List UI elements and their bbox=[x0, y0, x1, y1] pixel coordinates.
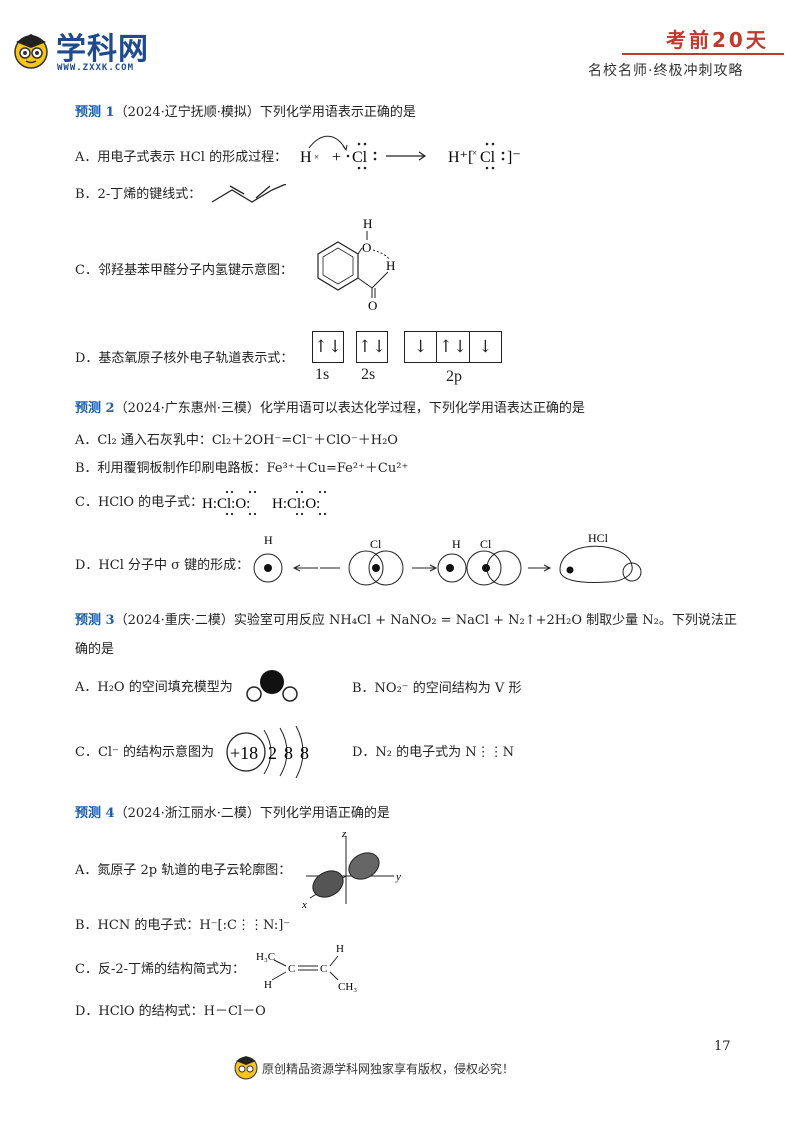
question-4-stem: 预测 4（2024·浙江丽水·二模）下列化学用语正确的是 bbox=[75, 805, 390, 823]
q1-label-1s: 1s bbox=[315, 366, 330, 383]
q3c-shell: 2 bbox=[268, 743, 277, 763]
q1-label-2s: 2s bbox=[361, 366, 376, 383]
q4-orbital-diagram: z y x bbox=[298, 828, 408, 911]
logo-text: 学科网 bbox=[56, 32, 149, 67]
q4-option-d: D．HClO 的结构式：H－Cl－O bbox=[75, 1004, 266, 1019]
q4c-h1: H bbox=[264, 979, 272, 991]
q2c-formula-2: H:Cl:O: bbox=[272, 496, 320, 512]
question-3-stem: 预测 3（2024·重庆·二模）实验室可用反应 NH₄Cl + NaNO₂ = … bbox=[75, 612, 737, 630]
stem-text: （2024·辽宁抚顺·模拟）下列化学用语表示正确的是 bbox=[114, 105, 416, 120]
page-number: 17 bbox=[714, 1039, 731, 1054]
q2-option-d-diagram: H Cl H Cl HCl bbox=[248, 530, 648, 590]
q4c-c2: C bbox=[320, 963, 327, 975]
q4-option-b: B．HCN 的电子式：H⁻[:C⋮⋮N:]⁻ bbox=[75, 918, 291, 933]
q1-option-a-formula: H × + Cl H⁺[ × Cl ]⁻ bbox=[296, 134, 556, 174]
q4-option-c-structure: H₃C H C C H CH₃ bbox=[252, 940, 372, 994]
q2-option-d-label: D．HCl 分子中 σ 键的形成： bbox=[75, 558, 250, 573]
prediction-label: 预测 3 bbox=[75, 613, 115, 628]
q1-orbital-2p-box: ↑↓ bbox=[437, 332, 470, 362]
prediction-label: 预测 4 bbox=[75, 806, 115, 821]
q1-orbital-2p-box: ↓ bbox=[478, 337, 493, 357]
q2c-formula-1: H:Cl:O: bbox=[202, 496, 250, 512]
prediction-label: 预测 2 bbox=[75, 401, 115, 416]
q4c-h3c: H₃C bbox=[256, 951, 275, 963]
q1-orbital-2p: ↓ ↑↓ ↓ bbox=[404, 331, 502, 363]
q1a-right-cl: Cl bbox=[480, 149, 496, 166]
q3-water-model-icon bbox=[242, 668, 302, 704]
q1a-right: H⁺[ bbox=[448, 149, 473, 166]
stem-text: （2024·浙江丽水·二模）下列化学用语正确的是 bbox=[114, 806, 390, 821]
q2d-hcl: HCl bbox=[588, 531, 609, 545]
q1-option-b-label: B．2-丁烯的键线式： bbox=[75, 187, 202, 202]
q1-option-c-label: C．邻羟基苯甲醛分子内氢键示意图： bbox=[75, 263, 293, 278]
q1-orbital-2p-box: ↓ bbox=[405, 332, 438, 362]
q1-option-d-label: D．基态氧原子核外电子轨道表示式： bbox=[75, 351, 294, 366]
footer-mascot-icon bbox=[232, 1052, 260, 1080]
question-3-stem-cont: 确的是 bbox=[75, 642, 115, 657]
prediction-label: 预测 1 bbox=[75, 105, 115, 120]
q2-option-c-formula: H:Cl:O: H:Cl:O: bbox=[200, 486, 350, 518]
header-divider bbox=[622, 53, 784, 55]
q1a-cl: Cl bbox=[352, 149, 368, 166]
footer-copyright: 原创精品资源学科网独家享有版权，侵权必究！ bbox=[262, 1062, 515, 1076]
q1c-o1: O bbox=[362, 240, 371, 255]
q3-option-d: D．N₂ 的电子式为 N⋮⋮N bbox=[352, 745, 515, 760]
logo-url: WWW.ZXXK.COM bbox=[57, 63, 135, 73]
q1a-h: H bbox=[300, 149, 312, 166]
q1a-x: × bbox=[314, 152, 319, 162]
q3-option-b: B．NO₂⁻ 的空间结构为 V 形 bbox=[352, 681, 522, 696]
q2-option-a: A．Cl₂ 通入石灰乳中：Cl₂＋2OH⁻=Cl⁻＋ClO⁻＋H₂O bbox=[75, 433, 398, 448]
q1-orbital-2s: ↑↓ bbox=[356, 331, 388, 363]
q4c-h2: H bbox=[336, 943, 344, 955]
q2-option-c-label: C．HClO 的电子式： bbox=[75, 495, 204, 510]
q2-option-b: B．利用覆铜板制作印刷电路板：Fe³⁺＋Cu=Fe²⁺＋Cu²⁺ bbox=[75, 461, 409, 476]
q2d-h2: H bbox=[452, 537, 461, 551]
q4a-z: z bbox=[341, 828, 347, 840]
stem-text: （2024·重庆·二模）实验室可用反应 NH₄Cl + NaNO₂ = NaCl… bbox=[114, 613, 737, 628]
q2d-h: H bbox=[264, 533, 273, 547]
q3c-shell: 8 bbox=[300, 743, 309, 763]
q4a-x: x bbox=[301, 899, 307, 910]
q3-option-c: C．Cl⁻ 的结构示意图为 bbox=[75, 745, 215, 760]
q1a-right-end: ]⁻ bbox=[507, 149, 521, 166]
q1c-h1: H bbox=[363, 216, 372, 231]
header-badge: 考前20天 bbox=[666, 28, 769, 52]
q1-option-b-skeletal bbox=[210, 183, 290, 208]
q3-chloride-structure: +18 2 8 8 bbox=[224, 724, 324, 780]
q1-option-a-label: A．用电子式表示 HCl 的形成过程： bbox=[75, 150, 288, 165]
logo-mascot-icon bbox=[10, 28, 52, 70]
q4c-ch3: CH₃ bbox=[338, 981, 357, 993]
q1-option-c-structure: H O O H bbox=[300, 208, 420, 316]
stem-text: （2024·广东惠州·三模）化学用语可以表达化学过程，下列化学用语表达正确的是 bbox=[114, 401, 585, 416]
q4-option-a: A．氮原子 2p 轨道的电子云轮廓图： bbox=[75, 863, 292, 878]
q3-option-a: A．H₂O 的空间填充模型为 bbox=[75, 680, 233, 695]
q1-label-2p: 2p bbox=[446, 368, 462, 385]
q3c-shell: 8 bbox=[284, 743, 293, 763]
q4a-y: y bbox=[395, 871, 401, 883]
q1-orbital-1s: ↑↓ bbox=[312, 331, 344, 363]
q4-option-c: C．反-2-丁烯的结构简式为： bbox=[75, 962, 246, 977]
question-2-stem: 预测 2（2024·广东惠州·三模）化学用语可以表达化学过程，下列化学用语表达正… bbox=[75, 400, 585, 418]
q1a-plus: + bbox=[332, 149, 341, 166]
q4c-c1: C bbox=[288, 963, 295, 975]
q3c-nucleus: +18 bbox=[230, 743, 258, 763]
q1a-right-x: × bbox=[472, 148, 477, 158]
question-1-stem: 预测 1（2024·辽宁抚顺·模拟）下列化学用语表示正确的是 bbox=[75, 104, 416, 122]
header-subtitle: 名校名师·终极冲刺攻略 bbox=[588, 63, 744, 79]
q1c-h2: H bbox=[386, 258, 395, 273]
q1c-o2: O bbox=[368, 298, 377, 313]
q2d-cl2: Cl bbox=[480, 537, 492, 551]
q2d-cl: Cl bbox=[370, 537, 382, 551]
